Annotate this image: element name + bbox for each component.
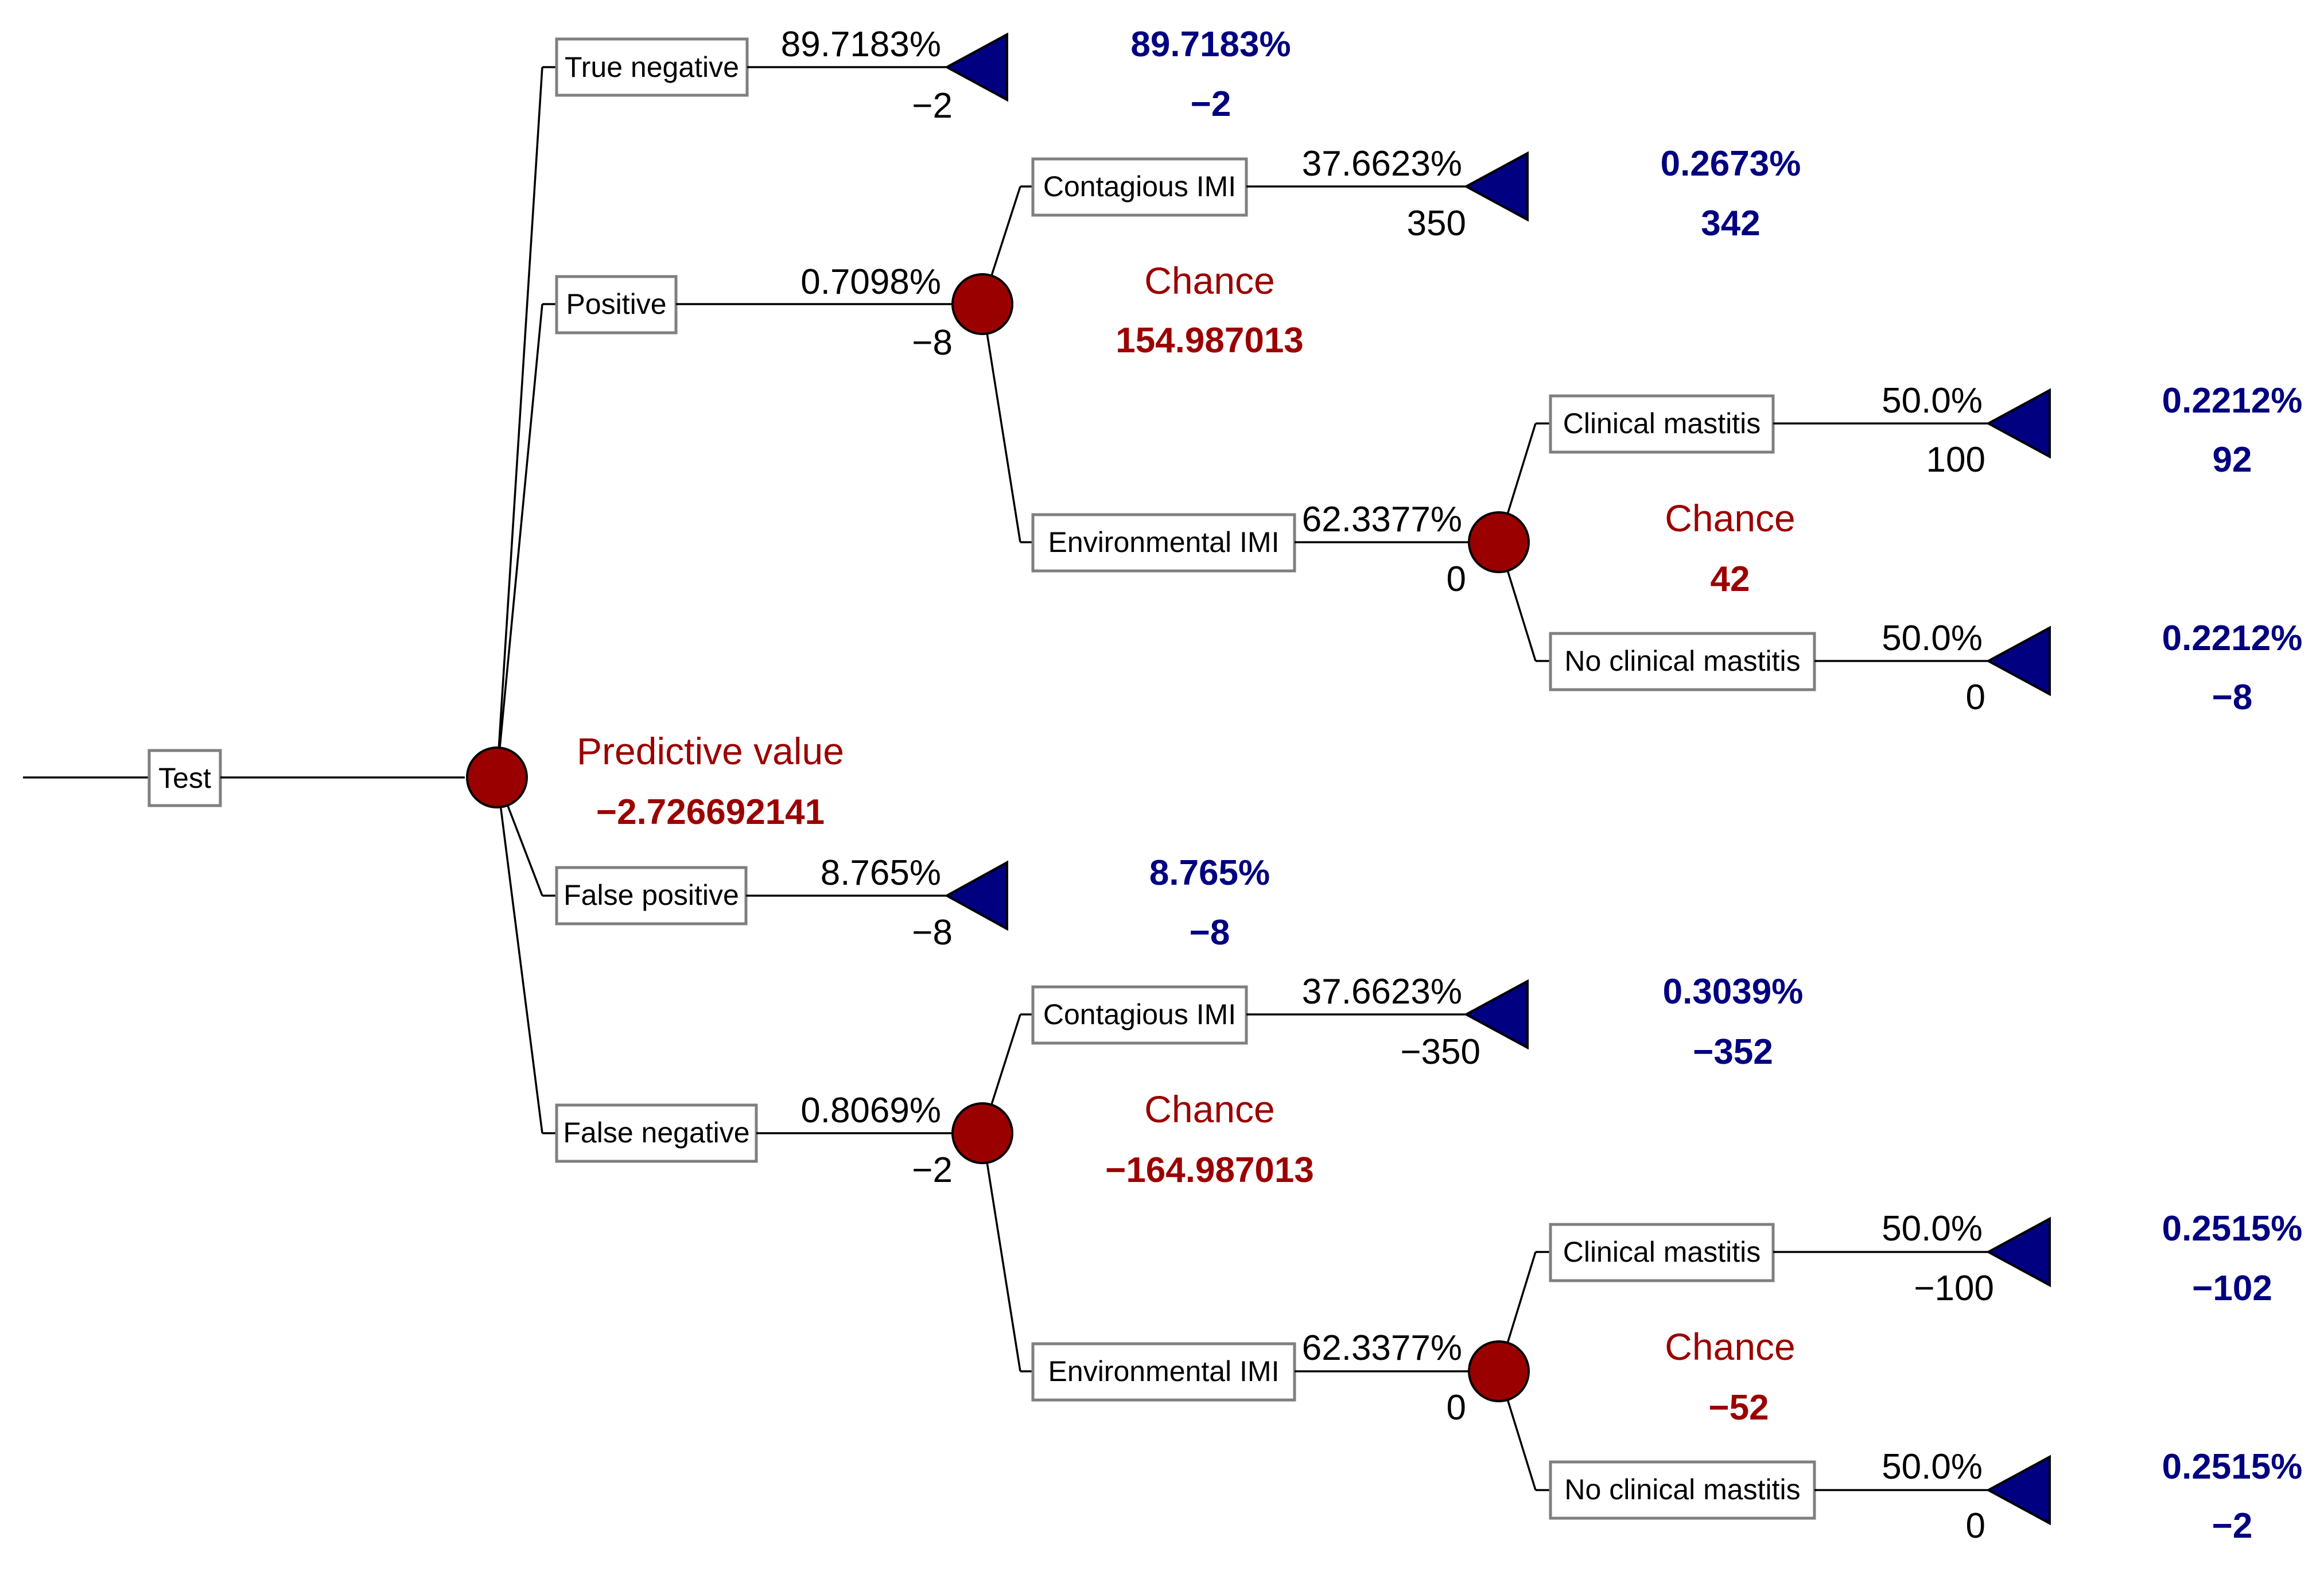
false-negative-contagious-result-value: −352 [1693,1032,1773,1072]
positive-chance-value: 154.987013 [1116,321,1304,360]
false-negative-environmental-chance-value: −52 [1708,1388,1769,1428]
positive-environmental-prob: 62.3377% [1302,500,1462,539]
positive-clinical-result-value: 92 [2213,440,2252,480]
false-positive-payoff: −8 [912,913,953,952]
root-chance-node[interactable] [466,746,528,808]
false-positive-result-prob: 8.765% [1149,853,1270,893]
root-fan-lines [496,66,557,1134]
false-negative-clinical-label: Clinical mastitis [1563,1236,1761,1268]
branch-positive: Positive 0.7098% −8 Chance 154.987013 Co… [555,144,2303,717]
root-chance-value: −2.726692141 [596,792,825,832]
false-negative-clinical-prob: 50.0% [1882,1209,1983,1249]
false-negative-no-clinical-terminal[interactable] [1985,1455,2051,1526]
false-negative-clinical-terminal[interactable] [1985,1216,2051,1288]
false-negative-payoff: −2 [912,1150,953,1190]
true-negative-prob: 89.7183% [781,25,941,64]
false-negative-environmental-label: Environmental IMI [1048,1355,1280,1387]
false-negative-no-clinical-result-value: −2 [2212,1506,2253,1546]
positive-no-clinical-result-value: −8 [2212,678,2253,717]
false-negative-chance-name: Chance [1144,1088,1275,1130]
false-negative-contagious-prob: 37.6623% [1302,972,1462,1012]
false-negative-no-clinical-prob: 50.0% [1882,1447,1983,1487]
positive-contagious-payoff: 350 [1407,204,1466,243]
false-negative-environmental-chance-node[interactable] [1468,1340,1530,1402]
false-positive-prob: 8.765% [821,853,941,893]
positive-contagious-result-value: 342 [1701,204,1760,243]
false-negative-no-clinical-payoff: 0 [1966,1506,1985,1546]
root-label: Test [158,762,211,794]
positive-clinical-result-prob: 0.2212% [2162,381,2303,421]
root-branch: Test [23,749,465,807]
false-negative-contagious-label: Contagious IMI [1043,998,1236,1030]
false-negative-contagious-payoff: −350 [1400,1032,1480,1072]
branch-false-positive: False positive 8.765% −8 8.765% −8 [555,853,1270,952]
positive-contagious-terminal[interactable] [1463,151,1529,222]
positive-contagious-result-prob: 0.2673% [1661,144,1801,184]
positive-environmental-chance-node[interactable] [1468,511,1530,573]
positive-no-clinical-result-prob: 0.2212% [2162,619,2303,658]
false-negative-environmental-payoff: 0 [1447,1388,1466,1428]
false-negative-contagious-result-prob: 0.3039% [1663,972,1804,1012]
positive-prob: 0.7098% [800,262,941,302]
false-positive-result-value: −8 [1190,913,1230,952]
true-negative-result-prob: 89.7183% [1130,25,1291,64]
root-chance-name: Predictive value [577,730,844,772]
false-negative-clinical-result-value: −102 [2192,1269,2272,1308]
positive-environmental-chance-value: 42 [1711,559,1750,599]
positive-environmental-chance-name: Chance [1665,497,1796,539]
positive-clinical-terminal[interactable] [1985,388,2051,459]
positive-payoff: −8 [912,323,953,363]
false-negative-clinical-payoff: −100 [1914,1269,1994,1308]
positive-chance-name: Chance [1144,259,1275,302]
false-negative-environmental-prob: 62.3377% [1302,1328,1462,1368]
false-negative-clinical-result-prob: 0.2515% [2162,1209,2303,1249]
positive-label: Positive [566,288,666,320]
positive-contagious-prob: 37.6623% [1302,144,1462,184]
true-negative-label: True negative [565,51,739,83]
positive-environmental-payoff: 0 [1447,559,1466,599]
positive-clinical-prob: 50.0% [1882,381,1983,421]
false-negative-no-clinical-label: No clinical mastitis [1564,1473,1800,1506]
positive-no-clinical-terminal[interactable] [1985,625,2051,697]
false-negative-label: False negative [563,1117,749,1149]
false-positive-label: False positive [563,879,739,911]
true-negative-terminal[interactable] [944,32,1008,102]
false-positive-terminal[interactable] [944,860,1008,931]
positive-no-clinical-label: No clinical mastitis [1564,645,1800,677]
positive-no-clinical-payoff: 0 [1966,678,1985,717]
false-negative-no-clinical-result-prob: 0.2515% [2162,1447,2303,1487]
false-negative-contagious-terminal[interactable] [1463,979,1529,1050]
branch-true-negative: True negative 89.7183% −2 89.7183% −2 [555,25,1291,126]
false-negative-chance-node[interactable] [951,1102,1013,1164]
false-negative-environmental-chance-name: Chance [1665,1325,1796,1368]
positive-contagious-label: Contagious IMI [1043,170,1236,203]
positive-no-clinical-prob: 50.0% [1882,619,1983,658]
false-negative-prob: 0.8069% [800,1091,941,1130]
positive-environmental-label: Environmental IMI [1048,526,1280,558]
positive-chance-node[interactable] [951,273,1013,335]
true-negative-payoff: −2 [912,86,953,126]
positive-clinical-payoff: 100 [1926,440,1985,480]
false-negative-chance-value: −164.987013 [1105,1150,1314,1190]
true-negative-result-value: −2 [1191,84,1231,124]
branch-false-negative: False negative 0.8069% −2 Chance −164.98… [555,972,2303,1546]
positive-clinical-label: Clinical mastitis [1563,407,1761,440]
